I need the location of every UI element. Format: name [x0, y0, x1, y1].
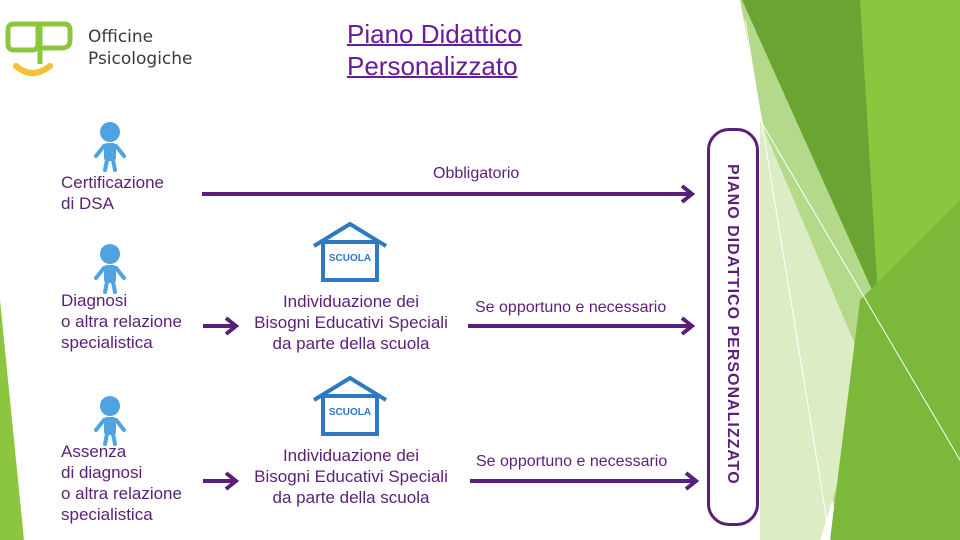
leaf-logo-icon: [5, 21, 73, 76]
source-line: di DSA: [61, 194, 114, 213]
brand-logo: [2, 18, 212, 80]
arrowhead-row2-left: [224, 316, 240, 336]
source-line: di diagnosi: [61, 463, 143, 482]
middle-bes-row2: Individuazione dei Bisogni Educativi Spe…: [240, 291, 462, 354]
school-caption: SCUOLA: [329, 253, 371, 264]
arrowhead-row1: [680, 184, 696, 204]
middle-bes-row3: Individuazione dei Bisogni Educativi Spe…: [240, 445, 462, 508]
title-line-1: Piano Didattico: [347, 19, 522, 49]
source-line: Certificazione: [61, 173, 164, 192]
source-line: specialistica: [61, 333, 153, 352]
arrow-label-opportuno-row2: Se opportuno e necessario: [475, 299, 667, 316]
person-icon: [94, 122, 126, 172]
source-line: o altra relazione: [61, 312, 182, 331]
deco-left-triangle: [0, 300, 24, 540]
title-line-2: Personalizzato: [347, 51, 518, 81]
middle-line: Bisogni Educativi Speciali: [254, 313, 448, 332]
middle-line: Bisogni Educativi Speciali: [254, 467, 448, 486]
arrow-label-opportuno-row3: Se opportuno e necessario: [476, 453, 668, 470]
source-certificazione: Certificazione di DSA: [61, 172, 164, 214]
brand-line-1: Officine: [88, 27, 154, 47]
person-icon: [94, 396, 126, 446]
page-title: Piano Didattico Personalizzato: [347, 18, 607, 82]
middle-line: Individuazione dei: [282, 292, 420, 311]
school-caption: SCUOLA: [329, 407, 371, 418]
arrow-label-obbligatorio: Obbligatorio: [433, 165, 520, 182]
arrowhead-row3-left: [224, 471, 240, 491]
middle-line: da parte della scuola: [272, 334, 430, 353]
source-assenza: Assenza di diagnosi o altra relazione sp…: [61, 441, 182, 525]
source-line: o altra relazione: [61, 484, 182, 503]
source-line: Diagnosi: [61, 291, 128, 310]
flow-diagram: SCUOLA SCUOLA: [94, 122, 700, 491]
deco-line-2: [759, 119, 960, 461]
school-icon: SCUOLA: [312, 221, 388, 282]
target-label: PIANO DIDATTICO PERSONALIZZATO: [724, 163, 741, 485]
deco-line-1: [744, 19, 831, 540]
arrowhead-row3-right: [684, 471, 700, 491]
brand-name: Officine Psicologiche: [88, 26, 193, 70]
deco-right-accent: [830, 200, 960, 540]
middle-line: da parte della scuola: [272, 488, 430, 507]
brand-line-2: Psicologiche: [88, 49, 193, 69]
middle-line: Individuazione dei: [282, 446, 420, 465]
deco-right-dark: [742, 0, 890, 330]
school-icon: SCUOLA: [312, 375, 388, 436]
deco-right-pale: [760, 120, 870, 540]
source-diagnosi: Diagnosi o altra relazione specialistica: [61, 290, 182, 353]
source-line: Assenza: [61, 442, 127, 461]
person-icon: [94, 244, 126, 294]
source-line: specialistica: [61, 505, 153, 524]
arrowhead-row2-right: [680, 316, 696, 336]
target-box: [707, 128, 759, 526]
